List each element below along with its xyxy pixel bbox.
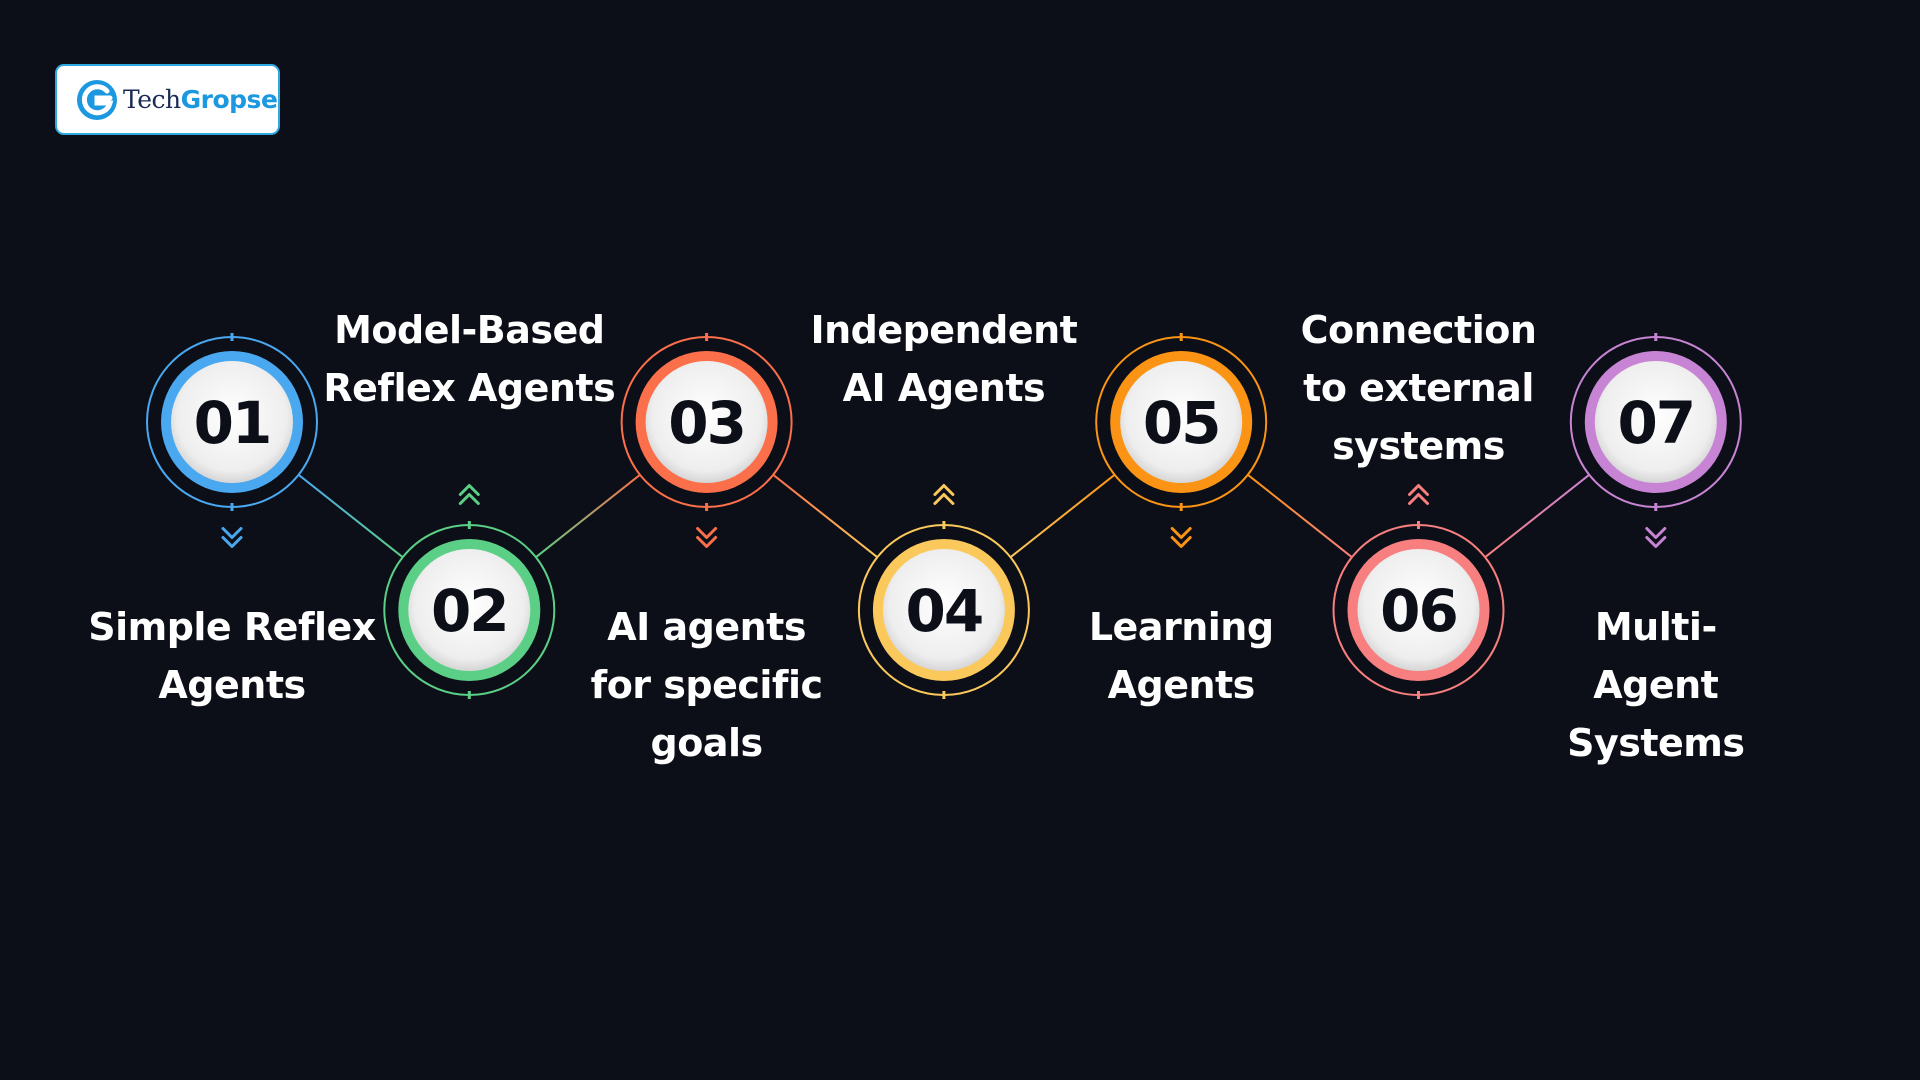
double-chevron-up-icon [1408,484,1429,505]
step-label: Independent AI Agents [784,301,1104,417]
step-label-line: Multi- [1594,605,1717,649]
double-chevron-down-icon [221,527,243,548]
step-number: 05 [1143,389,1220,457]
step-inner-disc [1357,549,1480,671]
connector-line [298,473,404,559]
step-label-line: Independent [810,308,1078,352]
brand-logo: TechGropse [55,64,280,135]
step-inner-disc [1120,361,1243,483]
connector-line [535,473,641,559]
step-label-line: goals [650,721,764,765]
step-label-line: AI Agents [842,366,1046,410]
step-inner-disc [408,549,531,671]
step-node: 06 [1332,484,1505,699]
step-node: 03 [620,333,793,548]
step-number: 03 [668,389,745,457]
connector-line [1009,473,1116,559]
step-label-line: Reflex Agents [323,366,616,410]
step-node: 04 [857,484,1030,699]
connector-line [1484,473,1590,559]
connector-line [772,473,878,559]
double-chevron-up-icon [458,484,480,505]
step-number: 02 [431,577,508,645]
double-chevron-up-icon [933,484,955,505]
step-number: 01 [194,389,271,457]
step-label-line: AI agents [607,605,806,649]
step-label-line: Systems [1567,721,1745,765]
step-inner-disc [882,549,1005,671]
step-inner-disc [1594,361,1717,483]
step-node: 05 [1095,333,1268,548]
connector-line [1247,473,1353,559]
step-label-line: Model-Based [334,308,605,352]
step-number: 07 [1617,389,1694,457]
step-label-line: Simple Reflex [88,605,376,649]
step-label-line: for specific [590,663,823,707]
step-label-line: to external [1303,366,1534,410]
brand-mark-icon [77,79,117,120]
step-inner-disc [645,361,768,483]
step-node: 07 [1569,333,1742,548]
step-label: Connection to external systems [1259,301,1579,475]
double-chevron-down-icon [1645,527,1667,548]
step-number: 04 [906,577,983,645]
brand-name-part1: Tech [123,85,181,114]
step-number: 06 [1380,577,1457,645]
step-label-line: systems [1332,424,1505,468]
step-label-line: Connection [1300,308,1537,352]
step-label-line: Agents [158,663,306,707]
step-label-line: Agents [1107,663,1256,707]
step-node: 01 [146,333,318,548]
step-label-line: Learning [1088,605,1274,649]
double-chevron-down-icon [1170,527,1192,548]
step-label: AI agents for specific goals [547,598,867,772]
brand-name-part2: Gropse [180,85,278,114]
step-inner-disc [171,361,293,483]
double-chevron-down-icon [696,527,718,548]
step-node: 02 [383,484,556,699]
step-label-line: Agent [1593,663,1719,707]
